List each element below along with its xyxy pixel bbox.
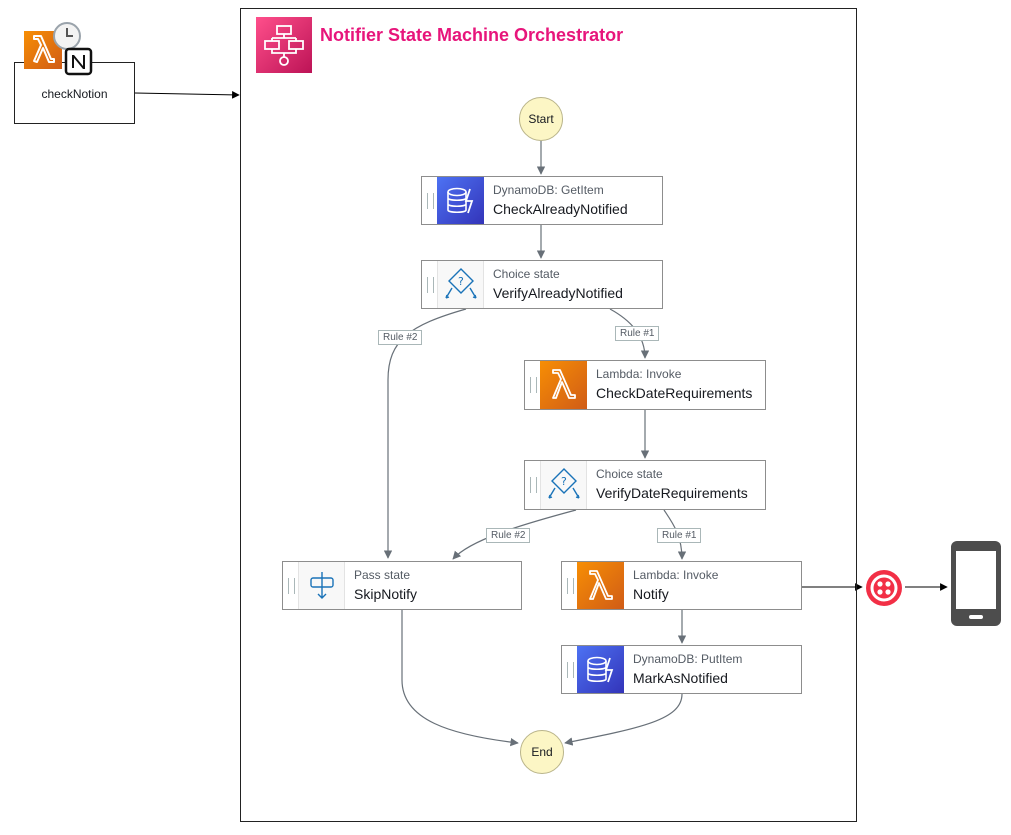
twilio-icon [865,569,903,607]
drag-handle-icon[interactable] [427,192,434,209]
lambda-icon [577,562,624,609]
rule-label: Rule #2 [486,528,531,543]
node-type: Choice state [596,467,663,481]
node-name: SkipNotify [354,586,418,602]
drag-handle-icon[interactable] [427,276,434,293]
check-date-requirements-node[interactable]: Lambda: Invoke CheckDateRequirements [524,360,766,410]
node-type: DynamoDB: PutItem [633,652,743,666]
notify-node[interactable]: Lambda: Invoke Notify [561,561,802,610]
node-name: MarkAsNotified [633,670,728,686]
pass-icon [298,562,345,609]
check-notion-box[interactable] [14,62,135,124]
skip-notify-node[interactable]: Pass state SkipNotify [282,561,522,610]
edge-trigger-to-machine [134,91,240,99]
verify-already-notified-node[interactable]: ? Choice state VerifyAlreadyNotified [421,260,663,309]
svg-text:?: ? [458,275,464,288]
notion-icon [64,47,93,76]
check-already-notified-node[interactable]: DynamoDB: GetItem CheckAlreadyNotified [421,176,663,225]
dynamodb-icon [577,646,624,693]
verify-date-requirements-node[interactable]: ? Choice state VerifyDateRequirements [524,460,766,510]
rule-label: Rule #1 [615,326,660,341]
drag-handle-icon[interactable] [530,477,537,493]
drag-handle-icon[interactable] [567,577,574,594]
drag-handle-icon[interactable] [530,377,537,393]
diagram-title: Notifier State Machine Orchestrator [320,25,624,45]
mobile-phone-icon [950,540,1002,627]
mark-as-notified-node[interactable]: DynamoDB: PutItem MarkAsNotified [561,645,802,694]
node-type: Choice state [493,267,560,281]
drag-handle-icon[interactable] [567,661,574,678]
rule-label: Rule #1 [657,528,702,543]
lambda-icon [540,361,587,409]
start-node[interactable]: Start [519,97,563,141]
svg-text:?: ? [561,475,567,488]
check-notion-label: checkNotion [41,87,108,101]
node-name: CheckAlreadyNotified [493,201,628,217]
choice-icon: ? [437,261,484,308]
node-type: DynamoDB: GetItem [493,183,604,197]
drag-handle-icon[interactable] [288,577,295,594]
node-name: VerifyDateRequirements [596,485,748,501]
node-type: Pass state [354,568,411,582]
node-name: VerifyAlreadyNotified [493,285,623,301]
node-type: Lambda: Invoke [633,568,719,582]
rule-label: Rule #2 [378,330,423,345]
node-name: CheckDateRequirements [596,385,753,401]
dynamodb-icon [437,177,484,224]
choice-icon: ? [540,461,587,509]
state-machine-frame [240,8,857,822]
node-type: Lambda: Invoke [596,367,682,381]
node-name: Notify [633,586,669,602]
step-functions-icon [256,17,312,73]
end-node[interactable]: End [520,730,564,774]
